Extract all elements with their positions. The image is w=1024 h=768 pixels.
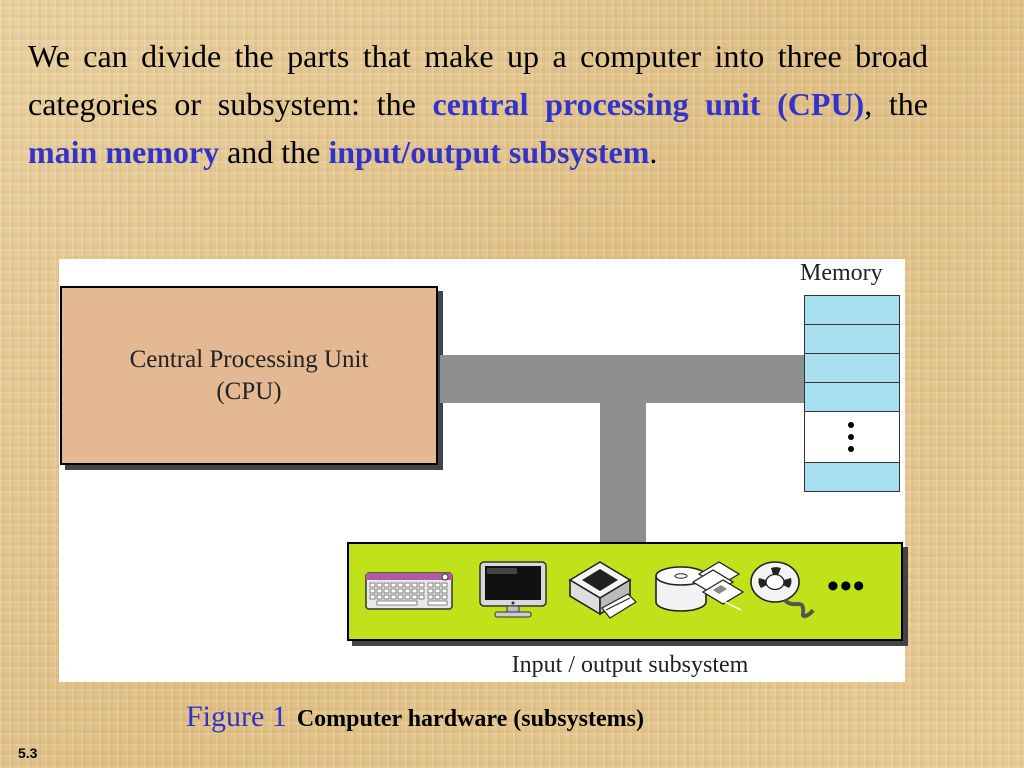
disk-icon bbox=[655, 566, 707, 612]
term-io-subsystem: input/output subsystem bbox=[328, 134, 650, 170]
printer-icon bbox=[568, 561, 637, 619]
intro-paragraph: We can divide the parts that make up a c… bbox=[28, 32, 928, 176]
memory-cell bbox=[804, 382, 900, 411]
memory-cell bbox=[804, 353, 900, 382]
figure-number: Figure 1 bbox=[186, 700, 287, 733]
term-cpu: central processing unit (CPU) bbox=[432, 86, 865, 122]
intro-text-2: , the bbox=[864, 86, 928, 122]
figure-caption: Figure 1 Computer hardware (subsystems) bbox=[186, 700, 644, 734]
system-bus-vertical bbox=[600, 403, 646, 543]
slide-number: 5.3 bbox=[18, 745, 38, 761]
memory-gap bbox=[804, 411, 900, 462]
memory-cell bbox=[804, 462, 900, 492]
memory-cell bbox=[804, 295, 900, 324]
io-subsystem-box: ••• bbox=[347, 542, 903, 641]
horizontal-ellipsis-icon: ••• bbox=[827, 568, 866, 605]
memory-cell bbox=[804, 324, 900, 353]
intro-text-3: and the bbox=[219, 134, 329, 170]
cpu-label: Central Processing Unit (CPU) bbox=[62, 344, 436, 408]
system-bus-horizontal bbox=[440, 355, 805, 403]
vertical-ellipsis-icon bbox=[848, 422, 856, 458]
memory-stack bbox=[804, 295, 900, 492]
memory-title: Memory bbox=[800, 260, 883, 286]
cpu-box: Central Processing Unit (CPU) bbox=[60, 286, 438, 465]
cpu-label-line1: Central Processing Unit bbox=[129, 346, 369, 373]
io-subsystem-label: Input / output subsystem bbox=[511, 652, 749, 678]
tape-reel-icon bbox=[750, 561, 815, 619]
figure-title: Computer hardware (subsystems) bbox=[296, 706, 644, 732]
intro-text-4: . bbox=[649, 134, 658, 170]
cpu-label-line2: (CPU) bbox=[216, 378, 282, 405]
keyboard-icon bbox=[365, 572, 453, 610]
hardware-diagram: Central Processing Unit (CPU) Memory bbox=[59, 259, 905, 682]
monitor-icon bbox=[479, 561, 547, 618]
floppy-icon bbox=[691, 561, 745, 611]
term-main-memory: main memory bbox=[28, 134, 220, 170]
intro-text-1: We can divide the parts that make up a c… bbox=[28, 38, 928, 122]
